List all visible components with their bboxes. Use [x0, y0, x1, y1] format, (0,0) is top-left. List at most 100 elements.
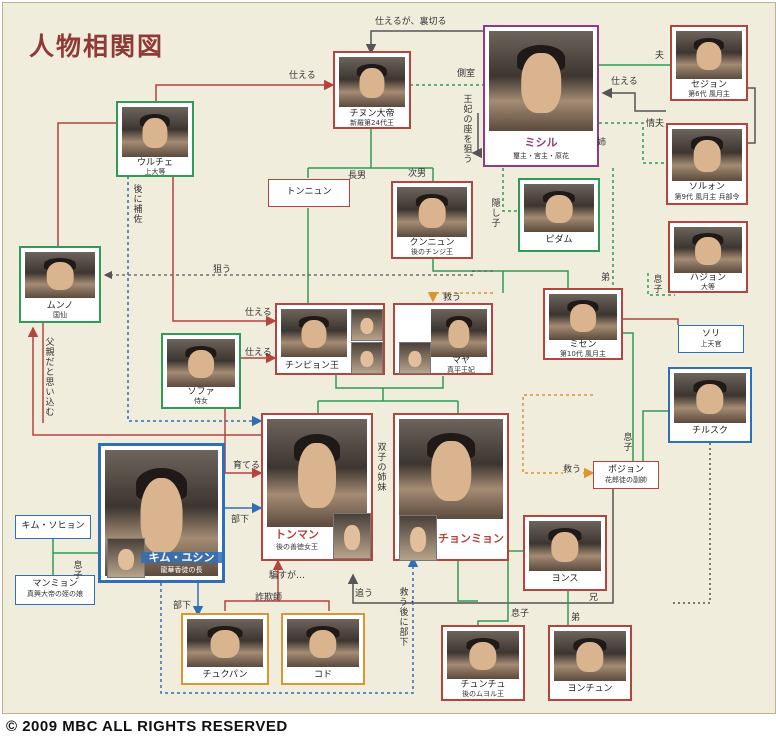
card-godo[interactable]: コド: [281, 613, 365, 685]
name-bidam: ピダム: [545, 235, 573, 245]
card-gunryun[interactable]: クンニュン 後のチンジ王: [391, 181, 473, 259]
line-son-chunchu: [477, 551, 509, 628]
portrait-chilsuk: [674, 373, 746, 423]
line-cheon-down: [457, 558, 478, 602]
label-elder-brother: 兄: [589, 593, 599, 603]
label-deceive: 騙すが…: [269, 571, 306, 581]
name-godo: コド: [313, 670, 332, 680]
line-save-maya: [427, 292, 493, 303]
tag-manmyeong[interactable]: マンミョン 真興大帝の姪の娘: [15, 575, 95, 605]
line-sori: [623, 318, 679, 325]
sub-deokman: 後の善徳女王: [276, 543, 318, 551]
name-ulchu: ウルチェ: [136, 158, 173, 168]
label-swindler: 詐欺師: [255, 593, 283, 603]
name-sejong: セジョン: [690, 80, 727, 90]
label-younger-brother2: 弟: [571, 613, 581, 623]
card-jinpyeong[interactable]: チンピョン王: [275, 303, 385, 375]
card-ulchu[interactable]: ウルチェ 上大等: [116, 101, 194, 177]
card-chilsuk[interactable]: チルスク: [668, 367, 752, 443]
line-save-later: [160, 556, 419, 694]
label-subordinate2: 部下: [173, 601, 192, 611]
line-hidden-child: [502, 168, 518, 212]
portrait-munno: [25, 252, 95, 298]
name-sohwa: ソファ: [187, 387, 215, 397]
tag-bojong[interactable]: ポジョン 花郎徒の副帥: [593, 461, 659, 489]
line-chilsuk: [673, 443, 711, 604]
card-misaeng[interactable]: ミセン 第10代 風月主: [543, 288, 623, 360]
portrait-sejong: [676, 31, 742, 79]
label-covet: 王妃の座を狙う: [463, 95, 473, 165]
card-munno[interactable]: ムンノ 国仙: [19, 246, 101, 323]
connection-lines: [27, 25, 756, 694]
label-concubine: 側室: [457, 69, 476, 79]
line-orange-right: [522, 394, 593, 474]
sub-chunchu: 後のムヨル王: [462, 690, 504, 698]
label-lover: 情夫: [646, 119, 665, 129]
sub-mishil: 璽主・宮主・原花: [513, 152, 569, 160]
label-serve-mishil: 仕える: [611, 77, 638, 87]
line-lover: [599, 122, 666, 164]
card-yeonsu[interactable]: ヨンス: [523, 515, 607, 591]
label-son-bojong: 息子: [623, 433, 633, 453]
tag-sori[interactable]: ソリ 上天官: [678, 325, 744, 353]
name-bojong: ポジョン: [607, 465, 644, 475]
sub-sohwa: 侍女: [194, 397, 208, 405]
label-son-yusin: 息子: [73, 561, 83, 581]
line-ulchu-munno: [57, 122, 116, 246]
card-sohwa[interactable]: ソファ 侍女: [161, 333, 241, 409]
card-cheonmyeong[interactable]: チョンミョン: [393, 413, 509, 561]
line-seolwon-serve: [601, 87, 666, 112]
sub-seolwon: 第9代 風月主 兵部令: [674, 193, 740, 201]
card-yongchun[interactable]: ヨンチュン: [548, 625, 632, 701]
line-sons: [307, 125, 434, 181]
name-tongryun: トンニュン: [286, 187, 332, 197]
label-husband: 夫: [655, 51, 665, 61]
tag-tongryun[interactable]: トンニュン: [268, 179, 350, 207]
name-cheonmyeong: チョンミョン: [438, 532, 504, 545]
label-serve-jp1: 仕える: [245, 308, 272, 318]
sub-misaeng: 第10代 風月主: [559, 350, 607, 358]
card-seolwon[interactable]: ソルォン 第9代 風月主 兵部令: [666, 123, 748, 205]
sub-jinheung: 新羅第24代王: [350, 119, 394, 127]
name-chunchu: チュンチュ: [460, 680, 506, 690]
card-mishil[interactable]: ミシル 璽主・宮主・原花: [483, 25, 599, 167]
label-raise: 育てる: [233, 461, 261, 471]
name-gunryun: クンニュン: [409, 238, 455, 248]
portrait-godo: [287, 619, 359, 667]
page-title: 人物相関図: [29, 32, 165, 61]
line-marriage: [335, 373, 444, 389]
label-betray: 仕えるが、裏切る: [375, 17, 447, 27]
portrait-misaeng: [549, 294, 617, 340]
portrait-bidam: [524, 184, 594, 232]
line-covet: [471, 113, 482, 159]
name-misaeng: ミセン: [569, 340, 597, 350]
portrait-jinpyeong: [281, 309, 347, 357]
card-sejong[interactable]: セジョン 第6代 風月主: [670, 25, 748, 101]
name-seohyeon: キム・ソヒョン: [21, 521, 85, 531]
sub-munno: 国仙: [53, 311, 67, 319]
card-hajong[interactable]: ハジョン 大等: [668, 221, 748, 293]
card-jinheung[interactable]: チヌン大帝 新羅第24代王: [333, 51, 411, 129]
portrait-jinheung: [339, 57, 405, 107]
line-serve-jp1: [172, 176, 277, 327]
label-son-hajong: 息子: [653, 275, 663, 295]
card-chunchu[interactable]: チュンチュ 後のムヨル王: [441, 625, 525, 701]
label-assist: 後に補佐: [133, 185, 143, 225]
name-jinpyeong: チンピョン王: [284, 361, 339, 371]
line-right-gray: [745, 87, 756, 144]
tag-seohyeon[interactable]: キム・ソヒョン: [15, 515, 91, 539]
card-maya[interactable]: マヤ 真平王妃: [393, 303, 493, 375]
portrait-chukbang: [187, 619, 263, 667]
label-aim: 狙う: [213, 265, 232, 275]
card-deokman[interactable]: トンマン 後の善徳女王: [261, 413, 373, 561]
name-yusin: キム・ユシン: [141, 552, 222, 563]
inset-yusin: [107, 538, 145, 578]
card-yusin[interactable]: キム・ユシン 龍華香徒の長: [98, 443, 225, 583]
sub-sejong: 第6代 風月主: [688, 90, 730, 98]
label-younger-brother: 弟: [601, 273, 611, 283]
card-bidam[interactable]: ピダム: [518, 178, 600, 252]
name-hajong: ハジョン: [689, 273, 726, 283]
label-save-bojong: 救う: [563, 465, 582, 475]
card-chukbang[interactable]: チュクパン: [181, 613, 269, 685]
